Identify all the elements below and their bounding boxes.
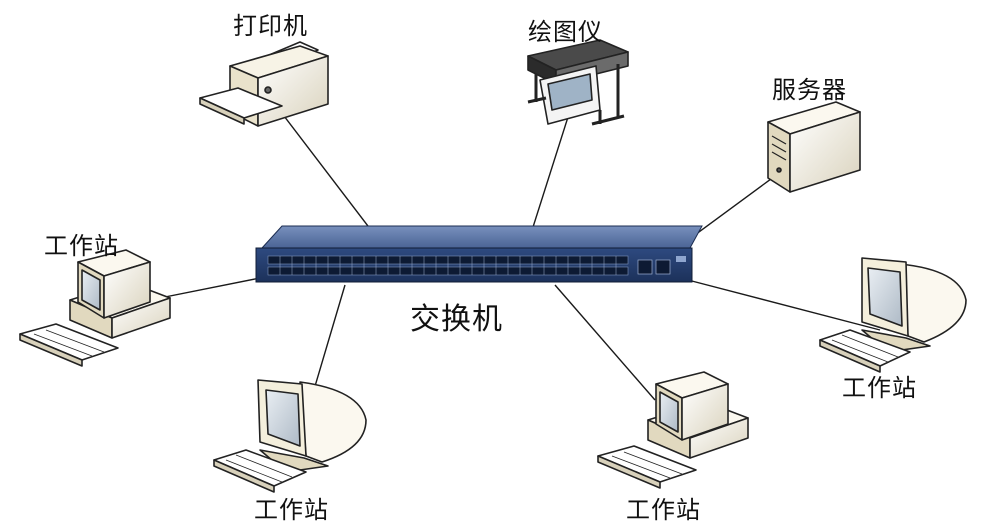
- plotter-icon: [527, 39, 629, 126]
- workstation-right-label: 工作站: [842, 374, 917, 402]
- workstation-right-icon: [819, 257, 967, 373]
- switch-icon: [255, 225, 703, 283]
- switch-label: 交换机: [410, 302, 503, 337]
- plotter-label: 绘图仪: [528, 18, 603, 46]
- server-label: 服务器: [772, 76, 847, 104]
- workstation-left-icon: [19, 249, 171, 367]
- server-icon: [767, 101, 861, 193]
- workstation-bottom-right-label: 工作站: [626, 496, 701, 524]
- printer-label: 打印机: [233, 12, 308, 40]
- printer-icon: [199, 41, 329, 127]
- link-workstation-bottom-right: [554, 284, 656, 401]
- link-workstation-right: [687, 279, 881, 331]
- workstation-bottom-right-icon: [597, 371, 749, 489]
- workstation-bottom-left-icon: [213, 379, 367, 493]
- workstation-left-label: 工作站: [44, 232, 119, 260]
- workstation-bottom-left-label: 工作站: [254, 496, 329, 524]
